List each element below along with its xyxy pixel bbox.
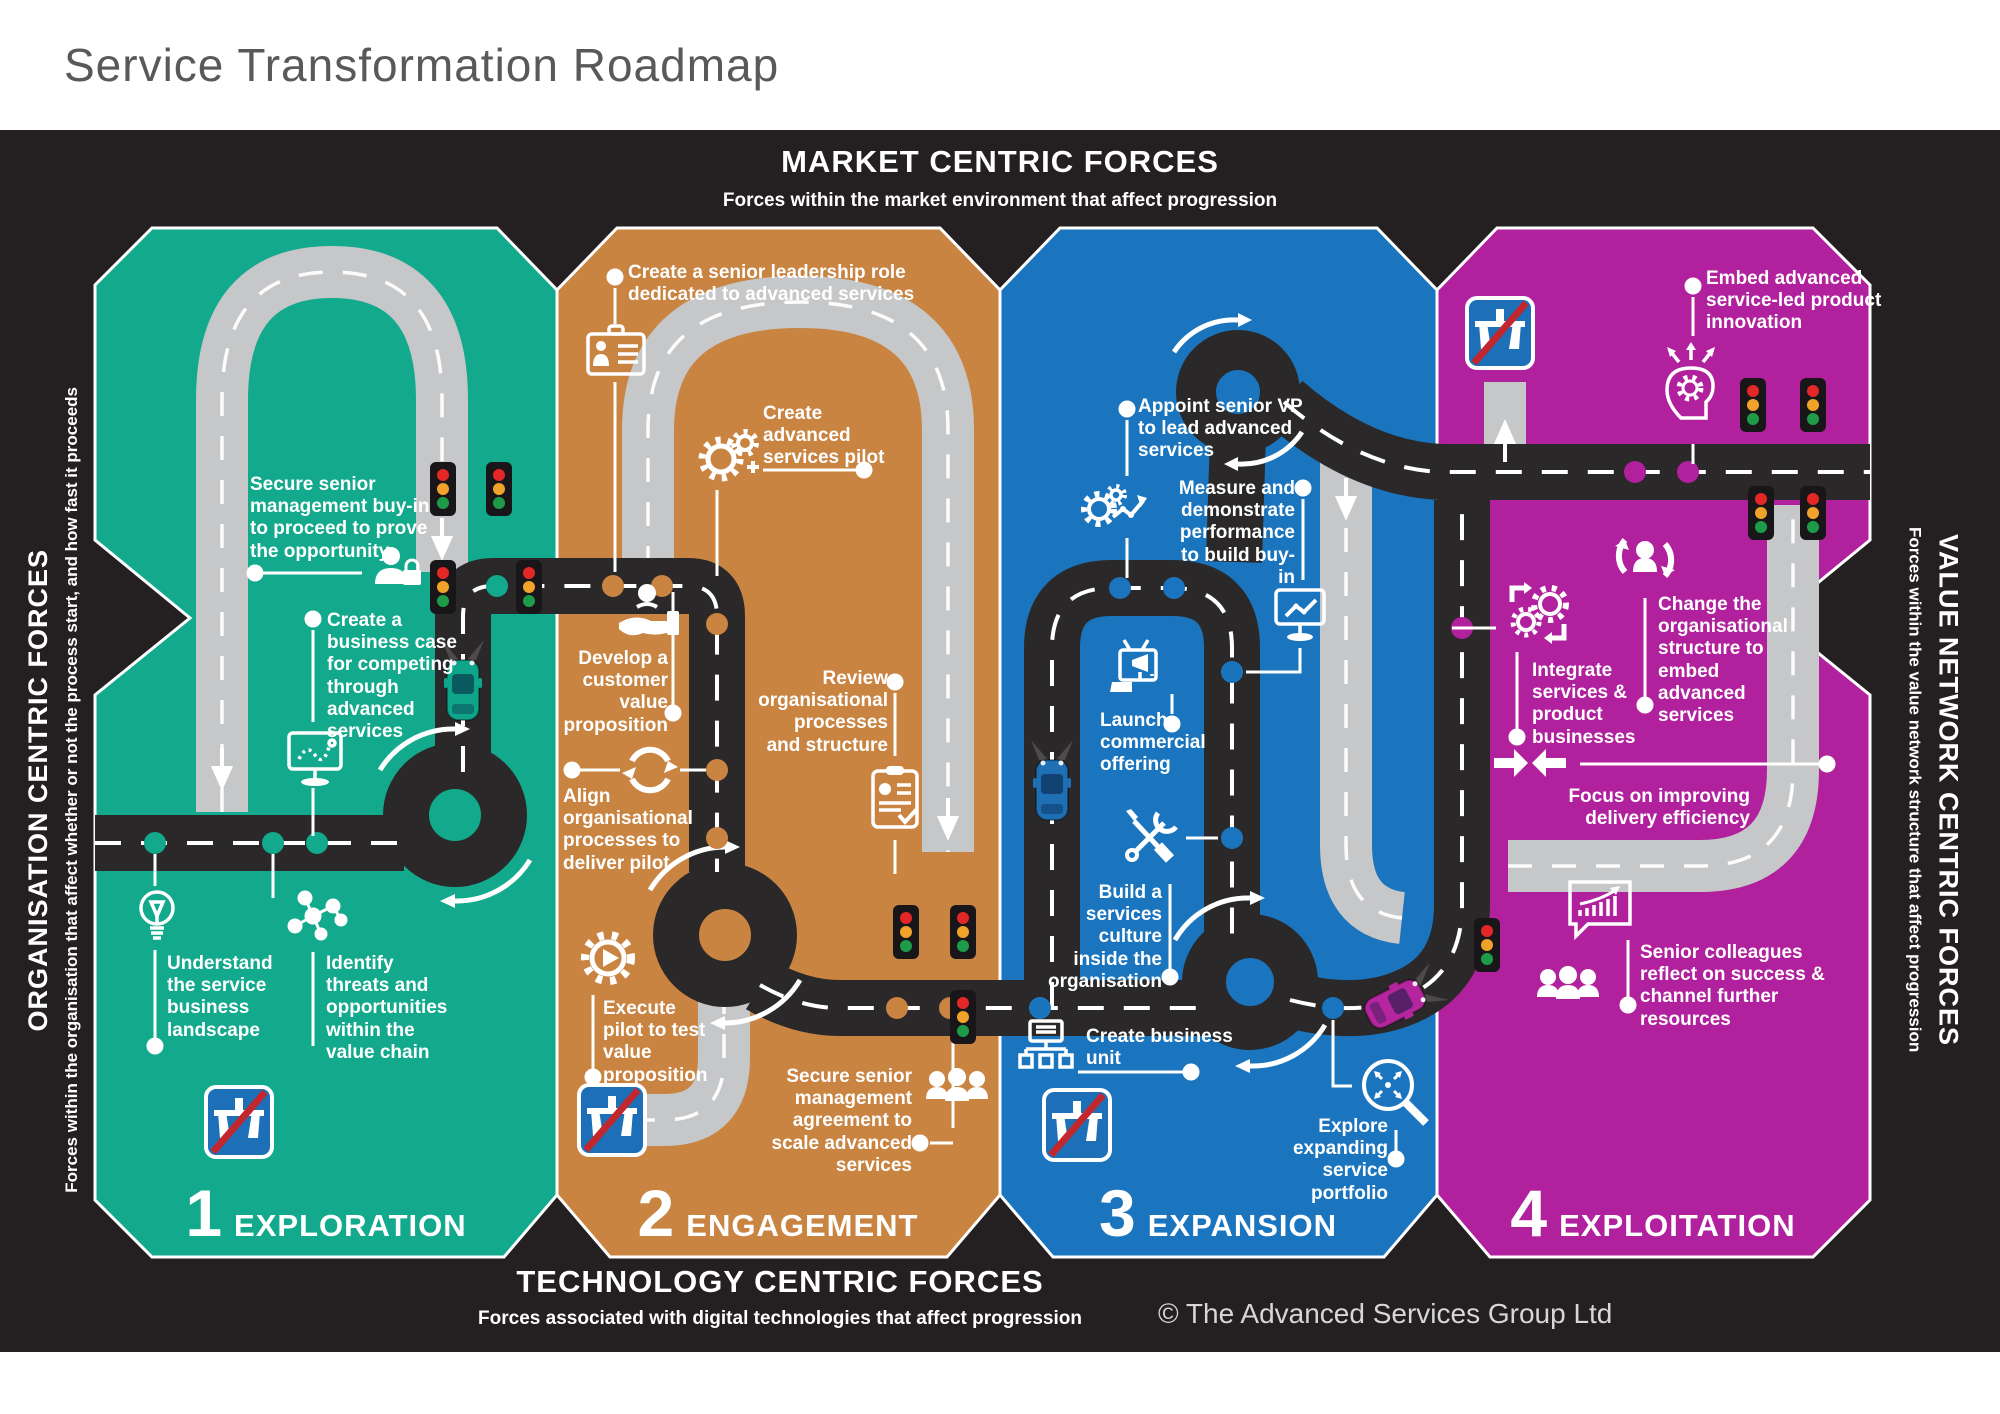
phase-label-engagement: 2 ENGAGEMENT — [638, 1180, 919, 1246]
phase-name: EXPLORATION — [234, 1208, 467, 1243]
traffic-light-icon — [516, 560, 542, 614]
traffic-light-icon — [1740, 378, 1766, 432]
milestone-label: Senior colleagues reflect on success & c… — [1640, 942, 1825, 1030]
gray-road-dashes — [220, 270, 1795, 1122]
roundabout-arrows — [377, 313, 1328, 1073]
traffic-light-icon — [1474, 918, 1500, 972]
milestone-label: Secure senior management agreement to sc… — [771, 1066, 912, 1176]
technology-forces-title: TECHNOLOGY CENTRIC FORCES — [516, 1264, 1044, 1299]
milestone-label: Measure and demonstrate performance to b… — [1178, 478, 1295, 588]
no-motorway-sign-icon — [1467, 298, 1533, 368]
milestone-label: Secure senior management buy-in to proce… — [250, 474, 430, 562]
milestone-label: Appoint senior VP to lead advanced servi… — [1138, 396, 1303, 462]
milestone-label: Build a services culture inside the orga… — [1048, 882, 1163, 992]
value-network-forces-title: VALUE NETWORK CENTRIC FORCES — [1933, 534, 1964, 1046]
milestone-label: Explore expanding service portfolio — [1292, 1116, 1388, 1204]
phase-name: ENGAGEMENT — [686, 1208, 919, 1243]
no-motorway-sign-icon — [206, 1087, 272, 1157]
page-title: Service Transformation Roadmap — [64, 39, 780, 91]
traffic-light-icon — [893, 905, 919, 959]
milestone-label: Create a business case for competing thr… — [327, 610, 457, 743]
no-motorway-sign-icon — [1044, 1090, 1110, 1160]
road-centerlines — [95, 400, 1870, 1011]
traffic-light-icon — [430, 560, 456, 614]
milestone-label: Integrate services & product businesses — [1532, 660, 1636, 748]
phase-label-exploitation: 4 EXPLOITATION — [1510, 1180, 1795, 1246]
milestone-label: Create business unit — [1086, 1026, 1233, 1070]
traffic-light-icon — [1800, 486, 1826, 540]
annotation-connectors — [146, 268, 1836, 1168]
road-milestone-dots — [144, 461, 1699, 1019]
phase-label-exploration: 1 EXPLORATION — [185, 1180, 466, 1246]
phase-label-expansion: 3 EXPANSION — [1099, 1180, 1337, 1246]
milestone-label: Review organisational processes and stru… — [758, 668, 888, 756]
milestone-label: Identify threats and opportunities withi… — [326, 953, 448, 1063]
phase-number: 4 — [1510, 1176, 1548, 1250]
traffic-light-icon — [1800, 378, 1826, 432]
milestone-label: Launch commercial offering — [1100, 710, 1206, 776]
milestone-label: Execute pilot to test value proposition — [603, 998, 708, 1086]
milestone-label: Create advanced services pilot — [763, 403, 885, 469]
team-icon — [1537, 966, 1599, 999]
value-network-forces-subtitle: Forces within the value network structur… — [1905, 527, 1925, 1053]
milestone-label: Develop a customer value proposition — [563, 648, 668, 736]
market-forces-subtitle: Forces within the market environment tha… — [722, 190, 1278, 211]
roundabout-phase2 — [653, 863, 797, 1007]
copyright-notice: © The Advanced Services Group Ltd — [1158, 1298, 1613, 1329]
technology-forces-subtitle: Forces associated with digital technolog… — [478, 1308, 1082, 1329]
market-forces-title: MARKET CENTRIC FORCES — [781, 144, 1219, 179]
milestone-label: Embed advanced service-led product innov… — [1706, 268, 1882, 334]
roundabout-phase4 — [1176, 330, 1300, 454]
phase-name: EXPLOITATION — [1559, 1208, 1796, 1243]
phase-number: 2 — [637, 1176, 675, 1250]
phase-number: 3 — [1098, 1176, 1136, 1250]
milestone-label: Align organisational processes to delive… — [563, 786, 693, 874]
milestone-label: Understand the service business landscap… — [167, 953, 273, 1041]
road-direction-arrows — [210, 419, 1517, 841]
team-icon — [926, 1068, 988, 1101]
roundabouts — [383, 330, 1318, 1050]
no-motorway-sign-icon — [579, 1085, 645, 1155]
phase-name: EXPANSION — [1147, 1208, 1338, 1243]
traffic-light-icon — [950, 990, 976, 1044]
milestone-label: Create a senior leadership role dedicate… — [628, 262, 915, 306]
milestone-label: Focus on improving delivery efficiency — [1568, 786, 1750, 830]
traffic-light-icon — [1748, 486, 1774, 540]
roundabout-phase1 — [383, 743, 527, 887]
organisation-forces-subtitle: Forces within the organisation that affe… — [61, 387, 81, 1193]
traffic-light-icon — [486, 462, 512, 516]
organisation-forces-band: ORGANISATION CENTRIC FORCES Forces withi… — [8, 228, 96, 1352]
traffic-light-icon — [950, 905, 976, 959]
milestone-label: Change the organisational structure to e… — [1658, 594, 1788, 727]
roundabout-phase3 — [1182, 914, 1318, 1050]
value-network-forces-band: Forces within the value network structur… — [1878, 228, 1990, 1352]
organisation-forces-title: ORGANISATION CENTRIC FORCES — [22, 548, 53, 1032]
phase-number: 1 — [185, 1176, 223, 1250]
